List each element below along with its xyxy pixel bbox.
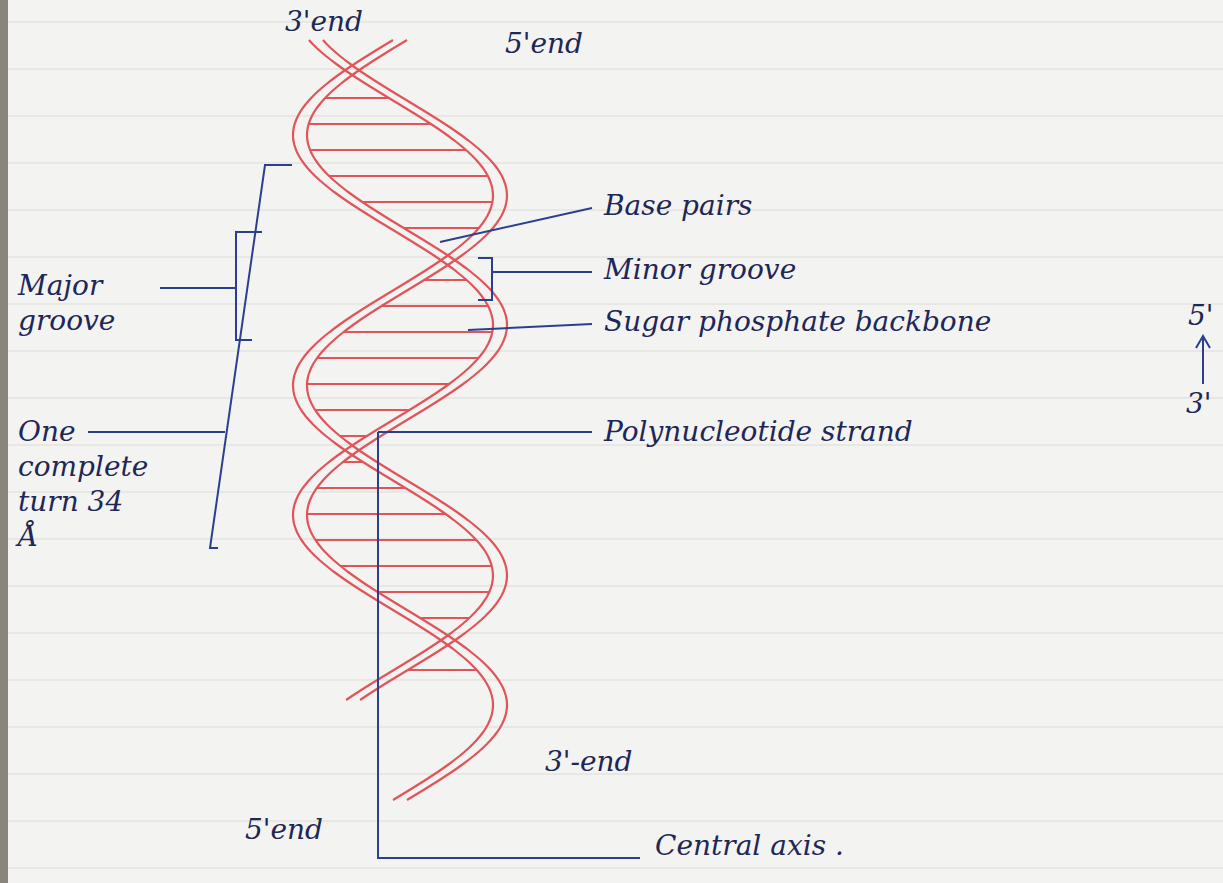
- central-axis-line: [378, 432, 640, 858]
- paper-line: [8, 162, 1223, 163]
- base-pair: [307, 513, 446, 515]
- label-text: Major groove: [18, 268, 158, 338]
- paper-lines: [8, 22, 1223, 868]
- paper-line: [8, 303, 1223, 304]
- base-pair: [315, 409, 409, 411]
- base-pair: [317, 357, 478, 359]
- paper-line: [8, 397, 1223, 398]
- paper-line: [8, 68, 1223, 69]
- base-pair: [341, 565, 492, 567]
- leader-line: [160, 287, 236, 289]
- paper-line: [8, 679, 1223, 680]
- base-pair: [329, 175, 488, 177]
- label-text: 5'end: [505, 26, 583, 61]
- base-pair: [408, 669, 477, 671]
- label-text: 3'end: [285, 4, 363, 39]
- page-edge: [0, 0, 8, 883]
- base-pair: [344, 331, 493, 333]
- base-pair: [307, 383, 449, 385]
- helix-strands: [293, 40, 507, 800]
- paper-line: [8, 491, 1223, 492]
- base-pair: [382, 305, 489, 307]
- label-text: Base pairs: [604, 188, 752, 223]
- label-text: 3'-end: [545, 744, 633, 779]
- leader-lines: [88, 165, 1210, 858]
- leader-line: [468, 324, 592, 330]
- label-text: Polynucleotide strand: [604, 414, 913, 449]
- label-text: 3': [1186, 386, 1212, 421]
- label-text: Minor groove: [604, 252, 796, 287]
- label-text: Sugar phosphate backbone: [604, 304, 991, 339]
- base-pair: [309, 123, 431, 125]
- paper-line: [8, 350, 1223, 351]
- base-pair: [325, 97, 389, 99]
- arrow-head: [1196, 336, 1210, 348]
- base-pair: [362, 201, 492, 203]
- paper-line: [8, 585, 1223, 586]
- base-pair: [317, 487, 406, 489]
- base-pair: [340, 435, 367, 437]
- strand-edge: [307, 40, 507, 700]
- base-pair: [378, 591, 490, 593]
- paper-line: [8, 820, 1223, 821]
- label-text: One complete turn 34 Å: [18, 414, 148, 554]
- paper-line: [8, 726, 1223, 727]
- major-groove-bracket: [236, 232, 262, 340]
- paper-line: [8, 21, 1223, 22]
- label-text: 5'end: [245, 812, 323, 847]
- turn-bracket: [210, 165, 292, 548]
- paper-line: [8, 538, 1223, 539]
- strand-edge: [307, 40, 507, 800]
- bracket: [478, 258, 492, 300]
- label-text: Central axis .: [655, 828, 844, 863]
- direction-arrow: [1202, 338, 1204, 384]
- leader-line: [492, 271, 592, 273]
- leader-line: [378, 431, 592, 433]
- label-text: 5': [1188, 298, 1214, 333]
- paper-line: [8, 867, 1223, 868]
- base-pair: [310, 149, 466, 151]
- base-pair: [420, 617, 469, 619]
- paper-line: [8, 632, 1223, 633]
- base-pair: [424, 279, 466, 281]
- leader-line: [88, 431, 225, 433]
- paper-line: [8, 115, 1223, 116]
- leader-line: [440, 208, 592, 242]
- base-pair: [404, 227, 479, 229]
- base-pair: [315, 539, 476, 541]
